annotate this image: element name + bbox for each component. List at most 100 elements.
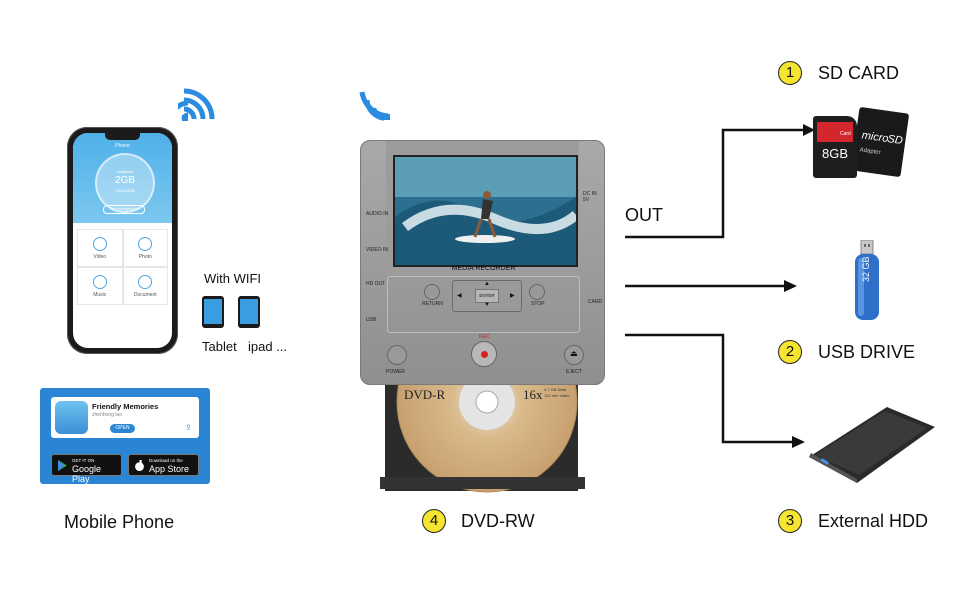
out-label: OUT (625, 205, 663, 225)
badge-3: 3 (778, 509, 802, 533)
app-download-card: Friendly Memories zhenhong luo OPEN ⇪ GE… (40, 388, 210, 484)
tile-label: Photo (138, 253, 152, 260)
audio-in-label: AUDIO IN (366, 211, 389, 217)
google-play-badge[interactable]: GET IT ON Google Play (51, 454, 122, 484)
storage-line1: Available (116, 169, 134, 174)
disc-capacity: 4.7 GB Data (544, 387, 567, 392)
smartphone: Phone Available 2GB Total 64GB File mana… (67, 127, 178, 354)
sd-card-brand: Card (840, 131, 851, 137)
badge-1: 1 (778, 61, 802, 85)
wifi-icon-recorder (359, 91, 390, 121)
with-wifi-label: With WIFI (204, 271, 262, 286)
tile-document[interactable]: Document (122, 267, 168, 305)
record-button[interactable] (471, 341, 497, 367)
storage-value: 2GB (114, 175, 135, 186)
recorder-screen (393, 155, 578, 267)
down-arrow-icon[interactable]: ▼ (484, 302, 490, 308)
micro-text: micro (860, 129, 890, 146)
left-arrow-icon[interactable]: ◀ (457, 293, 462, 299)
storage-line2: Total 64GB (115, 188, 135, 193)
sd-card: Card 8GB (813, 116, 857, 178)
hd-out-label: HD OUT (366, 281, 386, 287)
external-hdd-caption: External HDD (818, 511, 929, 531)
recorder-title: MEDIA RECORDER (451, 265, 516, 272)
up-arrow-icon[interactable]: ▲ (484, 281, 490, 287)
tablet-device (202, 296, 224, 328)
sd-card-label-area: Card (817, 122, 853, 142)
recorder-control-panel (387, 276, 580, 333)
video-icon (92, 236, 107, 251)
video-in-label: VIDEO IN (366, 247, 388, 253)
google-play-icon (58, 460, 67, 471)
record-dot-icon (481, 351, 488, 358)
mobile-phone-caption: Mobile Phone (64, 512, 175, 532)
phone-screen: Phone Available 2GB Total 64GB File mana… (73, 133, 172, 348)
tile-photo[interactable]: Photo (122, 229, 168, 267)
app-developer: zhenhong luo (92, 412, 123, 418)
apple-icon (135, 460, 144, 471)
ipad-device (238, 296, 260, 328)
tile-label: Document (133, 291, 157, 298)
power-label: POWER (386, 369, 405, 375)
power-button[interactable] (387, 345, 407, 365)
google-name: Google Play (72, 464, 102, 484)
photo-icon (138, 236, 153, 251)
disc-brand: DVD-R (404, 387, 446, 402)
badge-4: 4 (422, 509, 446, 533)
sd-card-size: 8GB (821, 146, 848, 161)
eject-label: EJECT (566, 369, 582, 375)
microsd-adapter: micro SD Adapter (850, 106, 910, 178)
dpad[interactable]: ENTER ◀ ▶ ▲ ▼ (452, 280, 522, 312)
adapter-text: Adapter (859, 147, 881, 157)
disc-minutes: 120 min Video (544, 393, 570, 398)
usb-drive (855, 240, 879, 320)
tile-video[interactable]: Video (77, 229, 123, 267)
rec-label: REC (479, 334, 490, 340)
tile-label: Video (93, 253, 107, 260)
dvd-rw-caption: DVD-RW (461, 511, 535, 531)
tablet-label: Tablet (202, 339, 237, 354)
tile-music[interactable]: Music (77, 267, 123, 305)
external-hdd (809, 407, 935, 483)
return-label: RETURN (422, 301, 443, 307)
app-listing: Friendly Memories zhenhong luo OPEN ⇪ (51, 397, 199, 438)
tray-lip (380, 477, 585, 489)
music-icon (92, 274, 107, 289)
ipad-label: ipad ... (248, 339, 288, 354)
right-arrow-icon[interactable]: ▶ (510, 293, 515, 299)
usb-drive-caption: USB DRIVE (818, 342, 916, 362)
phone-notch (105, 133, 140, 140)
wifi-icon-phone (178, 88, 215, 121)
google-top: GET IT ON (72, 458, 95, 463)
media-recorder: MEDIA RECORDER AUDIO IN VIDEO IN HD OUT … (360, 140, 605, 385)
card-slot-label: CARD (588, 299, 603, 305)
disc-speed: 16x (523, 387, 543, 402)
eject-button[interactable]: ⏏ (564, 345, 584, 365)
document-icon (138, 274, 153, 289)
open-button[interactable]: OPEN (110, 424, 135, 433)
file-management-button[interactable]: File management (103, 205, 145, 214)
enter-button[interactable]: ENTER (475, 289, 499, 303)
stop-label: STOP (531, 301, 545, 307)
ipad-screen (240, 299, 258, 324)
storage-circle: Available 2GB Total 64GB (95, 153, 155, 213)
sd-card-caption: SD CARD (818, 63, 900, 83)
apple-top: Download on the (149, 458, 183, 463)
usb-size: 32 GB (861, 256, 871, 282)
usb-port-label: USB (366, 317, 377, 323)
phone-tile-grid: Video Photo Music Document (77, 229, 168, 305)
share-icon[interactable]: ⇪ (185, 423, 192, 432)
tile-label: Music (93, 291, 107, 298)
app-store-badge[interactable]: Download on the App Store (128, 454, 199, 476)
stop-button[interactable] (529, 284, 545, 300)
return-button[interactable] (424, 284, 440, 300)
phone-app-header: Phone Available 2GB Total 64GB File mana… (73, 133, 172, 223)
app-icon (55, 401, 88, 434)
dc-in-label: DC IN 5V (583, 191, 597, 203)
tablet-screen (204, 299, 222, 324)
apple-name: App Store (149, 464, 190, 474)
badge-2: 2 (778, 340, 802, 364)
app-name: Friendly Memories (92, 402, 159, 411)
eject-icon: ⏏ (570, 349, 578, 358)
phone-title: Phone (115, 143, 130, 149)
